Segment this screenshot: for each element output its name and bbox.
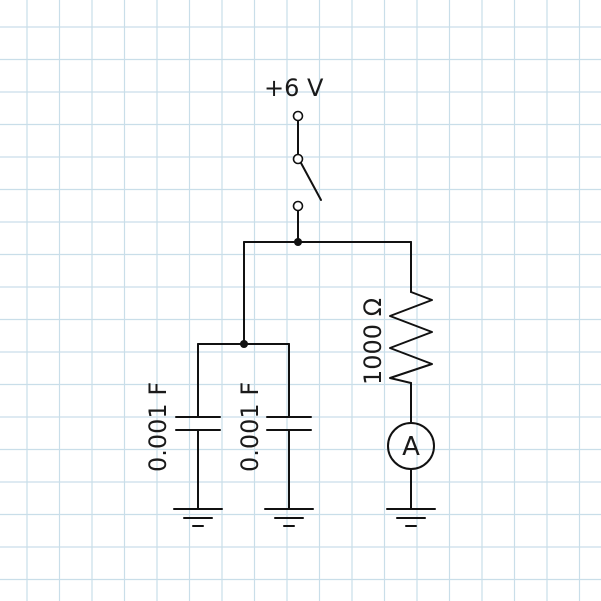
ammeter-symbol: A: [402, 432, 420, 462]
top-junction-node: [294, 238, 302, 246]
capacitor-2: 0.001 F: [236, 343, 312, 509]
switch-top-terminal: [292, 110, 304, 122]
capacitor-1-label: 0.001 F: [144, 382, 172, 472]
resistor-label: 1000 Ω: [359, 298, 387, 385]
ammeter: A: [387, 422, 435, 470]
supply-voltage-label: +6 V: [264, 74, 324, 102]
capacitor-junction-node: [240, 340, 248, 348]
capacitor-2-label: 0.001 F: [236, 382, 264, 472]
switch: [292, 110, 322, 243]
capacitor-1: 0.001 F: [144, 343, 221, 509]
ground-symbol-1: [173, 508, 223, 527]
switch-blade: [300, 162, 322, 201]
ground-symbol-3: [386, 508, 436, 527]
switch-pivot-terminal: [292, 153, 304, 165]
switch-bottom-terminal: [292, 200, 304, 212]
ground-symbol-2: [264, 508, 314, 527]
resistor-zigzag: [389, 291, 433, 384]
